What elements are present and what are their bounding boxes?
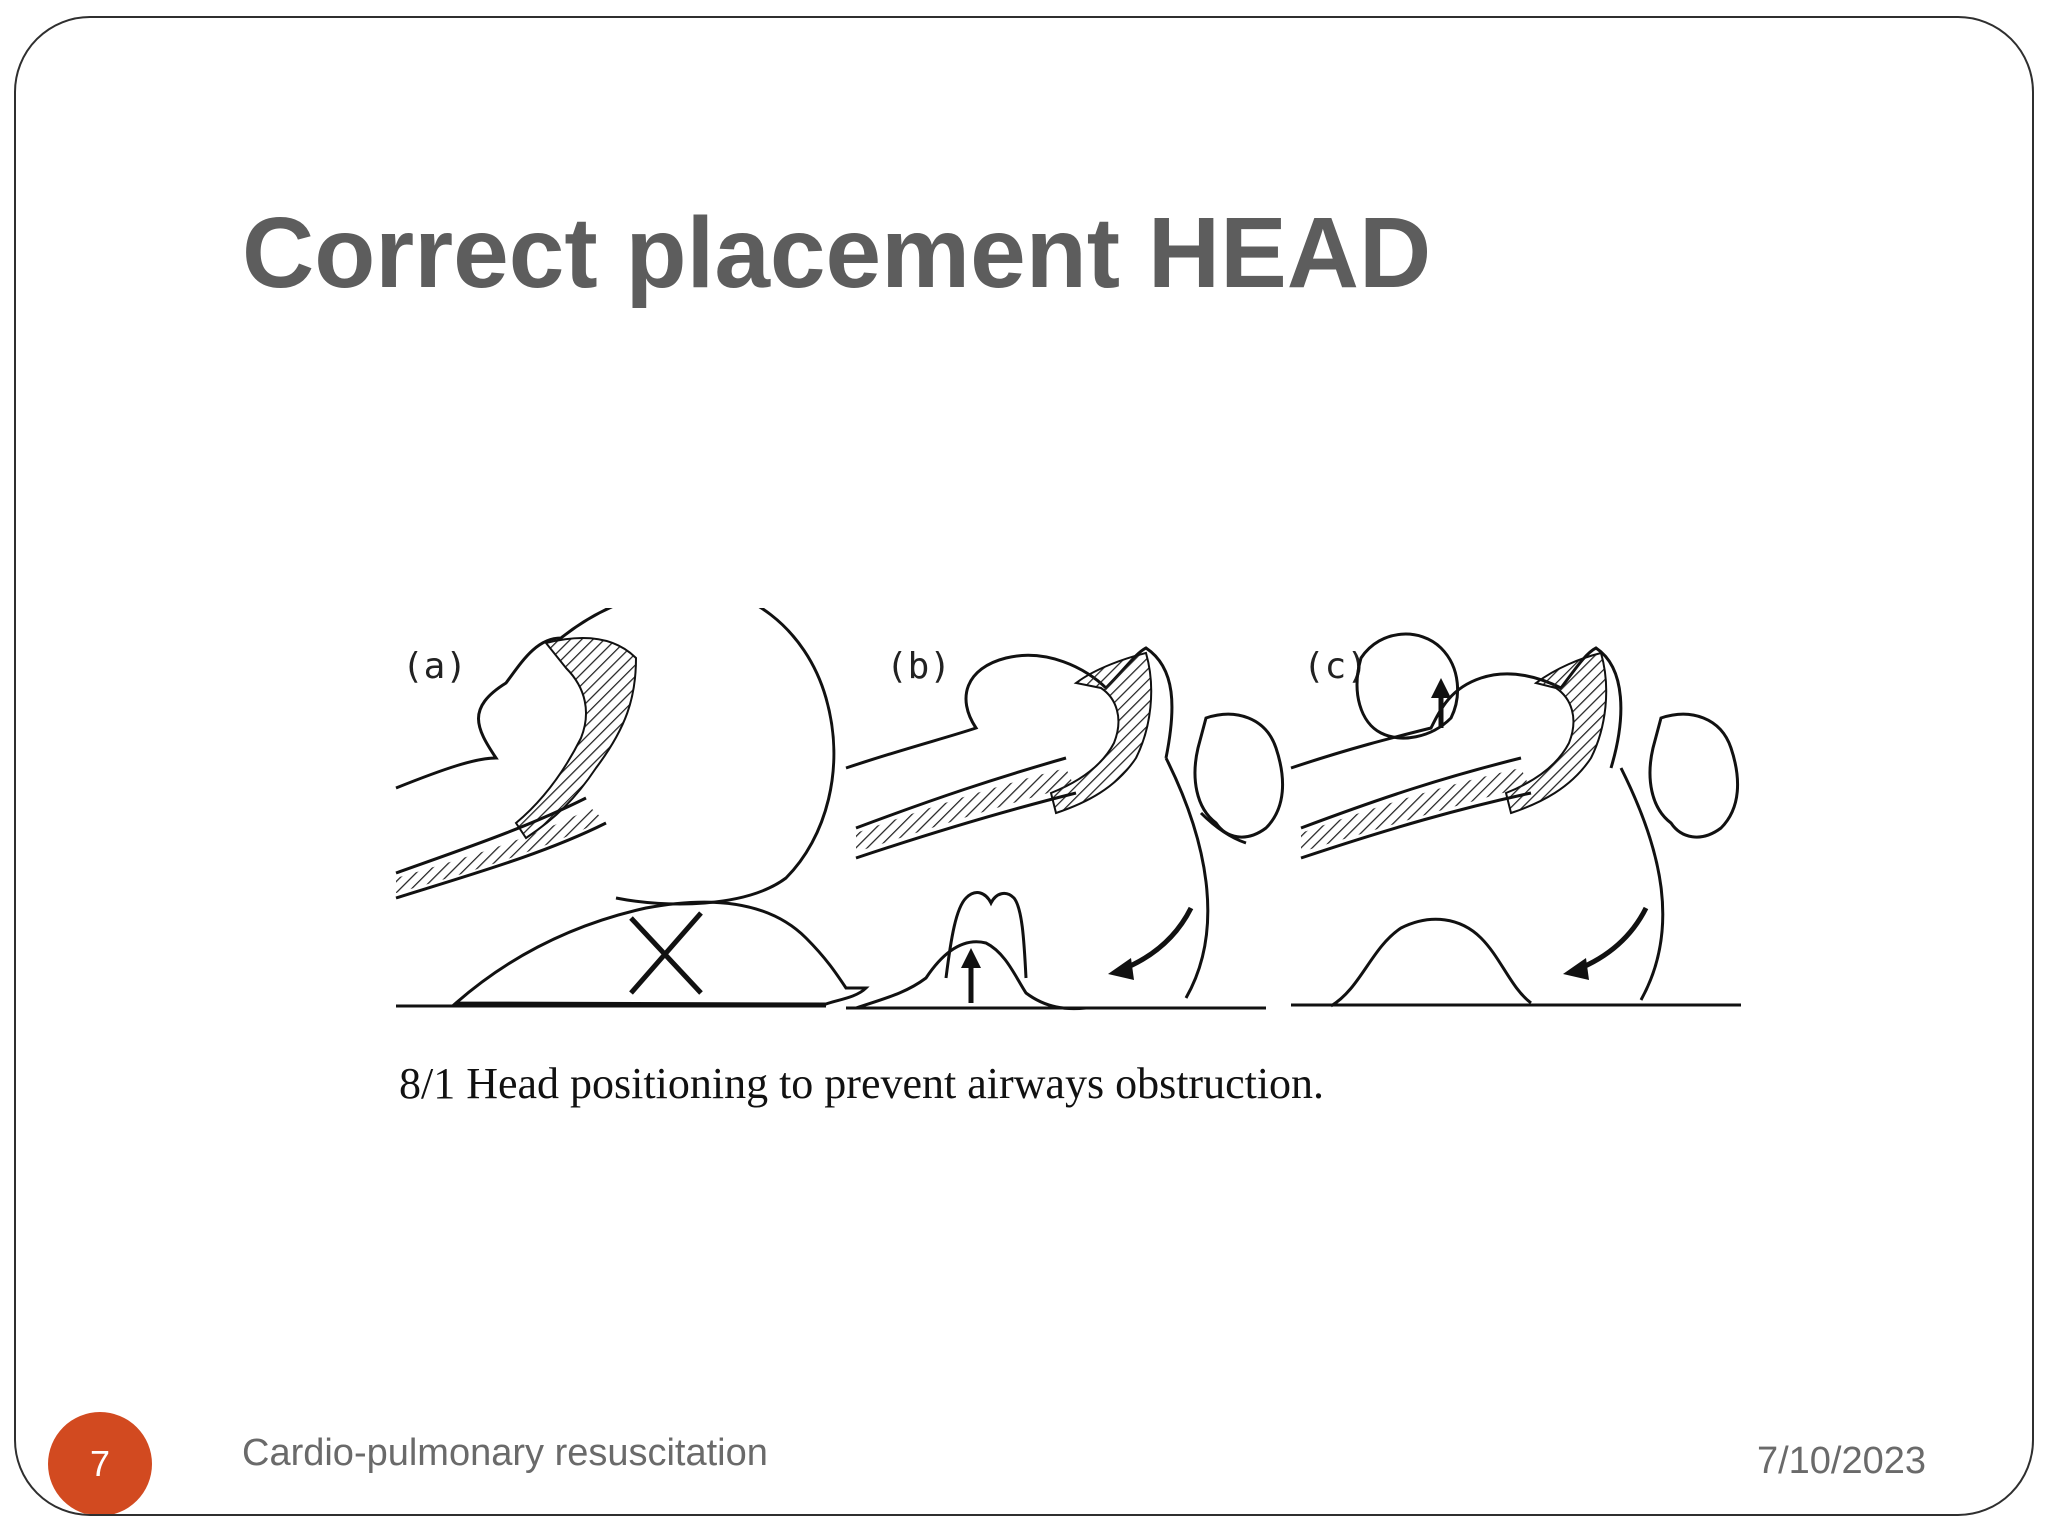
slide-title: Correct placement HEAD [242, 197, 1432, 309]
footer-title: Cardio-pulmonary resuscitation [242, 1432, 768, 1474]
panel-a-label: (a) [402, 646, 467, 687]
panel-c: (c) [1290, 632, 1741, 1008]
slide-frame: Correct placement HEAD (a) [14, 16, 2034, 1516]
curved-arrow-icon-c [1563, 906, 1649, 980]
head-positioning-illustration: (a) (b) [395, 608, 1741, 1011]
up-arrow-icon [961, 948, 981, 1003]
head-profile-c [1290, 646, 1623, 770]
cross-mark-icon [629, 911, 703, 995]
airway-b [1049, 651, 1153, 815]
pillow-a [452, 900, 870, 1006]
airway-c [1504, 651, 1608, 815]
panel-b-label: (b) [886, 646, 951, 687]
panel-a: (a) [395, 608, 870, 1008]
hand-illustration-c [1355, 632, 1460, 740]
airway-figure: (a) (b) [386, 608, 1786, 1128]
curved-arrow-icon [1108, 906, 1194, 980]
airway-a [514, 637, 638, 840]
slide-number-badge: 7 [48, 1412, 152, 1514]
figure-caption: 8/1 Head positioning to prevent airways … [399, 1059, 1325, 1108]
panel-b: (b) [845, 646, 1285, 1011]
footer-date: 7/10/2023 [1756, 1440, 1926, 1482]
head-profile-b [845, 646, 1174, 770]
up-arrow-icon-c [1431, 678, 1451, 728]
hand-illustration [1193, 712, 1285, 839]
head-profile-a [395, 608, 836, 906]
